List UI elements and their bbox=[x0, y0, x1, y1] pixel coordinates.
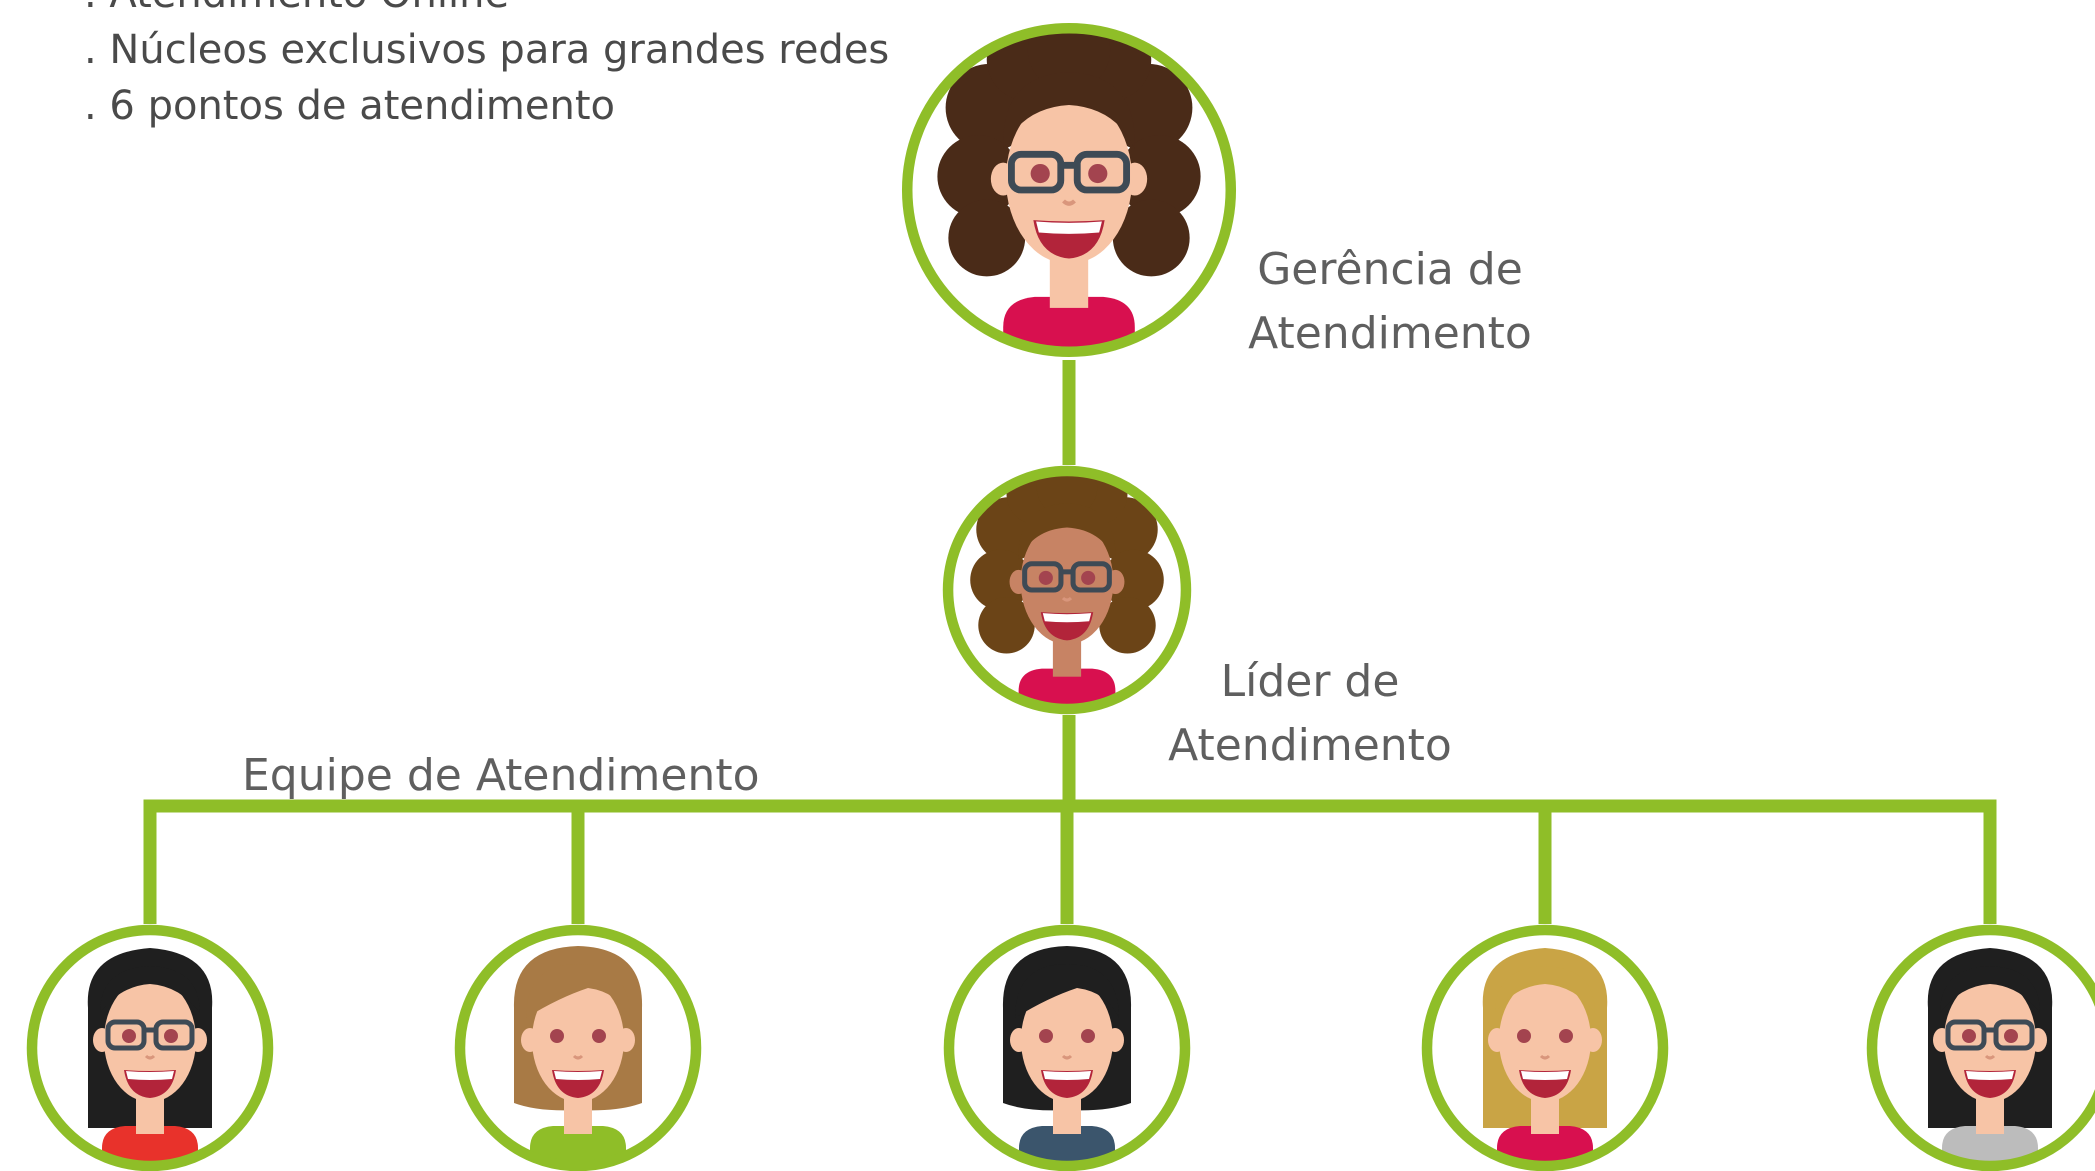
avatar-team-3 bbox=[943, 924, 1191, 1171]
leader-role-line1: Líder de bbox=[1220, 656, 1400, 707]
hair-curl bbox=[1099, 597, 1156, 654]
hair-fringe bbox=[1940, 966, 2040, 1013]
manager-role-line2: Atendimento bbox=[1248, 308, 1532, 359]
nose bbox=[1984, 1054, 1996, 1060]
avatar-ring bbox=[942, 465, 1192, 715]
teeth bbox=[1521, 1071, 1569, 1080]
hair-curl bbox=[948, 199, 1026, 277]
hair-fringe bbox=[1015, 964, 1119, 1018]
teeth bbox=[1036, 221, 1102, 234]
hair-curl bbox=[1036, 474, 1098, 518]
eye bbox=[1038, 570, 1053, 585]
manager-role-line1: Gerência de bbox=[1257, 244, 1523, 295]
teeth bbox=[1966, 1071, 2014, 1080]
team-role-label: Equipe de Atendimento bbox=[242, 750, 760, 801]
feature-item: . Núcleos exclusivos para grandes redes bbox=[84, 27, 890, 73]
eye bbox=[592, 1029, 606, 1043]
shirt bbox=[1019, 1126, 1115, 1163]
avatar-ring bbox=[26, 924, 274, 1171]
eye bbox=[1517, 1029, 1531, 1043]
feature-item: . 6 pontos de atendimento bbox=[84, 83, 615, 129]
teeth bbox=[554, 1071, 602, 1080]
hair-curl bbox=[937, 135, 1020, 218]
hair-curl bbox=[978, 597, 1035, 654]
avatar-team-4 bbox=[1421, 924, 1669, 1171]
eye bbox=[1081, 570, 1096, 585]
teeth bbox=[126, 1071, 174, 1080]
glasses bbox=[105, 1019, 195, 1051]
shirt bbox=[102, 1126, 198, 1163]
eye bbox=[122, 1029, 136, 1043]
eye bbox=[164, 1029, 178, 1043]
avatar-ring bbox=[454, 924, 702, 1171]
hair-fringe bbox=[1003, 72, 1135, 149]
hair-curl bbox=[1112, 199, 1190, 277]
avatar-team-1 bbox=[26, 924, 274, 1171]
eye bbox=[1962, 1029, 1976, 1043]
org-nodes bbox=[26, 22, 2095, 1171]
features-list: . Atendimento Online . Núcleos exclusivo… bbox=[84, 0, 889, 134]
avatar-ring bbox=[901, 22, 1237, 358]
hair-fringe bbox=[100, 966, 200, 1013]
leader-role-line2: Atendimento bbox=[1168, 720, 1452, 771]
hair-curl bbox=[1103, 549, 1164, 611]
manager-role-label: Gerência de Atendimento bbox=[1180, 238, 1600, 366]
glasses bbox=[1945, 1019, 2035, 1051]
avatar-manager bbox=[901, 22, 1237, 358]
nose bbox=[1539, 1054, 1551, 1060]
eye bbox=[1081, 1029, 1095, 1043]
nose bbox=[1062, 199, 1076, 206]
teeth bbox=[1042, 613, 1092, 623]
hair-fringe bbox=[1495, 966, 1595, 1013]
eye bbox=[550, 1029, 564, 1043]
eye bbox=[1088, 163, 1108, 184]
avatar-team-2 bbox=[454, 924, 702, 1171]
teeth bbox=[1043, 1071, 1091, 1080]
leader-role-label: Líder de Atendimento bbox=[1105, 650, 1515, 778]
avatar-ring bbox=[1421, 924, 1669, 1171]
shirt bbox=[530, 1126, 626, 1163]
eye bbox=[1030, 163, 1050, 184]
nose bbox=[572, 1054, 584, 1060]
glasses bbox=[1007, 150, 1131, 194]
shirt bbox=[1018, 668, 1116, 706]
hair-curl bbox=[1027, 32, 1111, 92]
avatar-team-5 bbox=[1866, 924, 2095, 1171]
hair-curl bbox=[970, 549, 1031, 611]
avatar-ring bbox=[943, 924, 1191, 1171]
shirt bbox=[1497, 1126, 1593, 1163]
shirt bbox=[1942, 1126, 2038, 1163]
shirt bbox=[1003, 296, 1135, 348]
hair-fringe bbox=[1018, 503, 1116, 560]
nose bbox=[1061, 596, 1073, 602]
eye bbox=[2004, 1029, 2018, 1043]
eye bbox=[1559, 1029, 1573, 1043]
hair-curl bbox=[1118, 135, 1201, 218]
nose bbox=[144, 1054, 156, 1060]
hair-fringe bbox=[526, 964, 630, 1018]
connector-lines bbox=[143, 360, 1997, 924]
avatar-leader bbox=[942, 465, 1192, 715]
nose bbox=[1061, 1054, 1073, 1060]
feature-item: . Atendimento Online bbox=[84, 0, 889, 22]
eye bbox=[1039, 1029, 1053, 1043]
glasses bbox=[1022, 561, 1112, 593]
avatar-ring bbox=[1866, 924, 2095, 1171]
